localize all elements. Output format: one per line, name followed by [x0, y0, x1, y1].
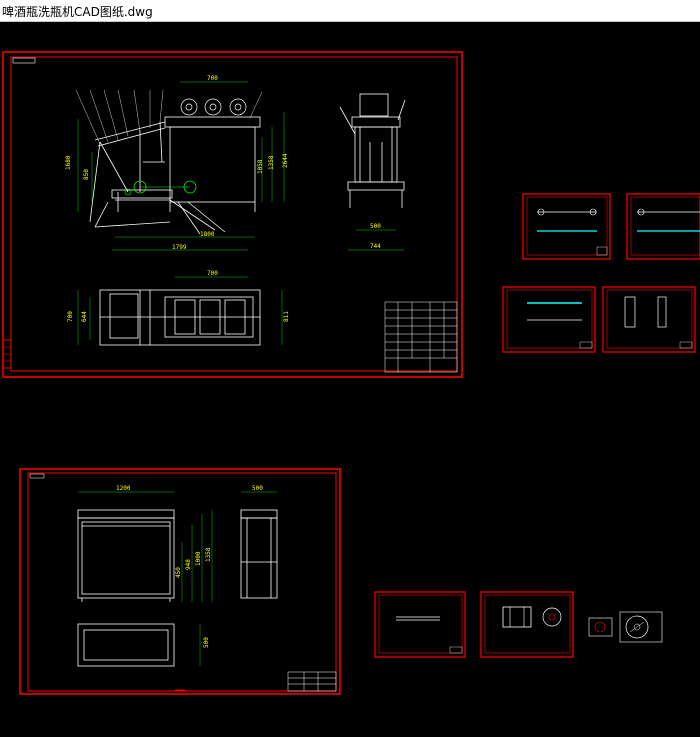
dim-text: 700	[67, 311, 74, 322]
dim-text: 1200	[116, 485, 131, 492]
dim-text: 700	[207, 75, 218, 82]
cad-drawing-canvas[interactable]: 700 1799 1800 1680 850 1058 1358 2644 50…	[0, 22, 700, 737]
plan-view	[99, 289, 261, 346]
dim-text: 2644	[282, 153, 289, 168]
window-title: 啤酒瓶洗瓶机CAD图纸.dwg	[2, 5, 153, 19]
side-dimension-lines	[348, 229, 404, 251]
front-view	[89, 116, 261, 235]
sheet-part-spindle[interactable]	[374, 591, 466, 658]
title-block-main	[384, 301, 458, 373]
dim-text: 1799	[172, 244, 187, 251]
window-titlebar: 啤酒瓶洗瓶机CAD图纸.dwg	[0, 0, 700, 22]
front-dimension-lines	[77, 81, 285, 251]
sheet-part-small-disc[interactable]	[588, 617, 613, 637]
dim-text: 644	[81, 311, 88, 322]
sheet-part-pulley[interactable]	[619, 611, 663, 643]
dim-text: 1358	[205, 547, 212, 562]
sheet-frame[interactable]: 1200 500 1358 1000 948 450 500	[19, 468, 341, 695]
dim-text: 948	[185, 559, 192, 570]
dim-text: 1000	[195, 551, 202, 566]
dim-text: 850	[83, 169, 90, 180]
sheet-part-rod[interactable]	[502, 286, 596, 353]
frame-dimension-lines	[78, 491, 277, 666]
sheet-part-shaft-2[interactable]	[626, 193, 700, 260]
sheet-part-brush-drum[interactable]	[480, 591, 574, 658]
dim-text: 500	[252, 485, 263, 492]
side-view	[339, 93, 406, 208]
part-leaders	[75, 89, 263, 145]
dim-text: 1358	[268, 155, 275, 170]
title-block-frame	[287, 671, 337, 692]
frame-front-view	[77, 509, 175, 602]
frame-plan-view	[77, 623, 175, 667]
brush-wheels	[180, 98, 247, 116]
plan-dimension-lines	[77, 276, 283, 345]
dim-text: 1680	[65, 155, 72, 170]
dim-text: 811	[283, 311, 290, 322]
cad-drawing-svg[interactable]: 700 1799 1800 1680 850 1058 1358 2644 50…	[0, 22, 700, 737]
sheet-part-bracket[interactable]	[602, 286, 696, 353]
dim-text: 500	[203, 637, 210, 648]
dim-text: 700	[207, 270, 218, 277]
dim-text: 1800	[200, 231, 215, 238]
sheet-main-assembly[interactable]: 700 1799 1800 1680 850 1058 1358 2644 50…	[2, 51, 463, 378]
sheet-part-shaft-1[interactable]	[522, 193, 611, 260]
dim-text: 450	[175, 567, 182, 578]
dim-text: 1058	[257, 159, 264, 174]
dim-text: 500	[370, 223, 381, 230]
dim-text: 744	[370, 243, 381, 250]
frame-side-view	[240, 509, 278, 599]
